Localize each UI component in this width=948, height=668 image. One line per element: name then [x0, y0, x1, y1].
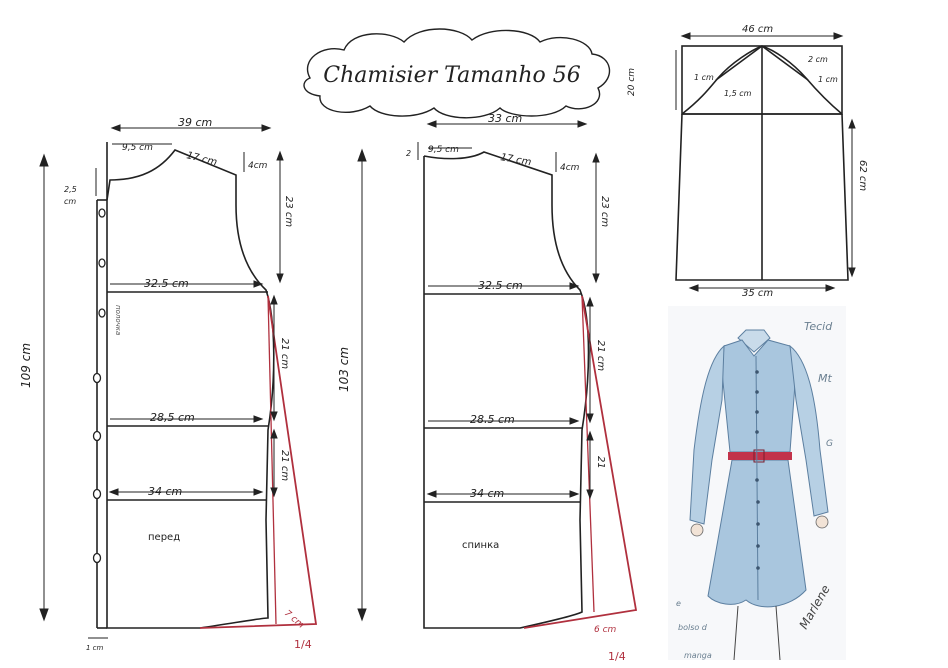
- button: [98, 308, 106, 318]
- title-cloud: Chamisier Tamanho 56: [303, 28, 610, 119]
- front-hem-rise-label: 7 cm: [282, 609, 306, 631]
- illustration-caption-1: e: [676, 599, 681, 608]
- button: [98, 258, 106, 268]
- front-length-label: 109 cm: [19, 343, 33, 388]
- front-waist-hip-label: 21 cm: [279, 450, 290, 481]
- back-pattern-piece: [423, 151, 590, 629]
- illustration-note-2: Mt: [818, 372, 832, 385]
- front-bust-label: 32.5 cm: [144, 277, 189, 290]
- sleeve-dimensions: [675, 32, 856, 292]
- front-neck-depth-label: 2,5: [64, 185, 77, 194]
- front-neck-width-label: 9,5 cm: [122, 143, 153, 153]
- back-width-top-label: 33 cm: [488, 112, 522, 125]
- back-waist-label: 28.5 cm: [470, 413, 515, 426]
- sleeve-cap-right-1: 2 cm: [808, 55, 828, 64]
- front-bust-waist-label: 21 cm: [279, 338, 290, 369]
- sleeve-bottom-width-label: 35 cm: [742, 288, 773, 299]
- illustration-note-3: G: [826, 439, 833, 449]
- back-bust-waist-label: 21 cm: [595, 340, 606, 371]
- pattern-title: Chamisier Tamanho 56: [323, 63, 581, 88]
- dress-belt: [728, 452, 792, 460]
- back-hip-label: 34 cm: [470, 487, 504, 500]
- front-pattern-piece: [96, 142, 275, 629]
- front-shoulder-label: 17 cm: [185, 150, 218, 168]
- front-width-top-label: 39 cm: [178, 116, 212, 129]
- illustration-note-1: Tecid: [804, 320, 833, 333]
- button: [98, 208, 106, 218]
- sleeve-cap-left-2: 1,5 cm: [724, 89, 752, 98]
- sleeve-length-label: 62 cm: [857, 160, 868, 191]
- button: [92, 430, 102, 442]
- dress-bodice: [721, 339, 797, 453]
- back-labels: 33 cm 9,5 cm 17 cm 4cm 2 23 cm 32.5 cm 2…: [337, 112, 626, 663]
- illustration-caption-3: manga: [684, 651, 712, 660]
- front-dimensions: [39, 124, 284, 639]
- back-fraction-label: 1/4: [608, 650, 626, 663]
- back-neck-width-label: 9,5 cm: [428, 145, 459, 155]
- front-shoulder-drop-label: 4cm: [248, 161, 268, 171]
- sleeve-top-width-label: 46 cm: [742, 24, 773, 35]
- sleeve-pattern-piece: [675, 45, 849, 281]
- front-side-extension: [199, 295, 318, 629]
- dress-left-sleeve: [689, 344, 725, 525]
- back-armhole-label: 23 cm: [599, 196, 610, 227]
- dress-illustration: Tecid Mt G Marlene e bolso d manga: [668, 306, 846, 661]
- back-length-label: 103 cm: [337, 347, 351, 392]
- back-waist-hip-label: 21: [595, 456, 606, 469]
- back-side-extension: [523, 295, 638, 629]
- back-dimensions: [357, 120, 600, 622]
- illustration-caption-2: bolso d: [678, 623, 708, 632]
- front-fraction-label: 1/4: [294, 638, 312, 651]
- sleeve-cap-left-1: 1 cm: [694, 73, 714, 82]
- front-placket-label: 1 cm: [86, 644, 104, 652]
- front-facing-text: полочка: [114, 305, 122, 335]
- sleeve-cap-height-label: 20 cm: [627, 68, 637, 96]
- back-outline: [423, 151, 590, 629]
- front-hip-label: 34 cm: [148, 485, 182, 498]
- back-bust-label: 32.5 cm: [478, 279, 523, 292]
- button: [92, 552, 102, 564]
- back-shoulder-drop-label: 4cm: [560, 163, 580, 173]
- back-neck-depth-label: 2: [406, 149, 411, 158]
- front-buttons: [92, 208, 106, 564]
- button: [92, 488, 102, 500]
- front-piece-label: перед: [148, 532, 180, 543]
- sleeve-cap-right-2: 1 cm: [818, 75, 838, 84]
- dress-collar: [737, 329, 771, 353]
- sleeve-labels: 46 cm 20 cm 62 cm 35 cm 1 cm 1,5 cm 2 cm…: [627, 24, 868, 299]
- front-neck-depth-unit: cm: [64, 197, 76, 206]
- back-piece-label: спинка: [462, 540, 499, 551]
- front-outline: [106, 149, 275, 629]
- dress-right-sleeve: [789, 344, 829, 517]
- button: [92, 372, 102, 384]
- back-hem-rise-label: 6 cm: [594, 625, 617, 635]
- back-shoulder-label: 17 cm: [499, 152, 532, 168]
- front-waist-label: 28,5 cm: [150, 411, 195, 424]
- front-armhole-label: 23 cm: [283, 196, 294, 227]
